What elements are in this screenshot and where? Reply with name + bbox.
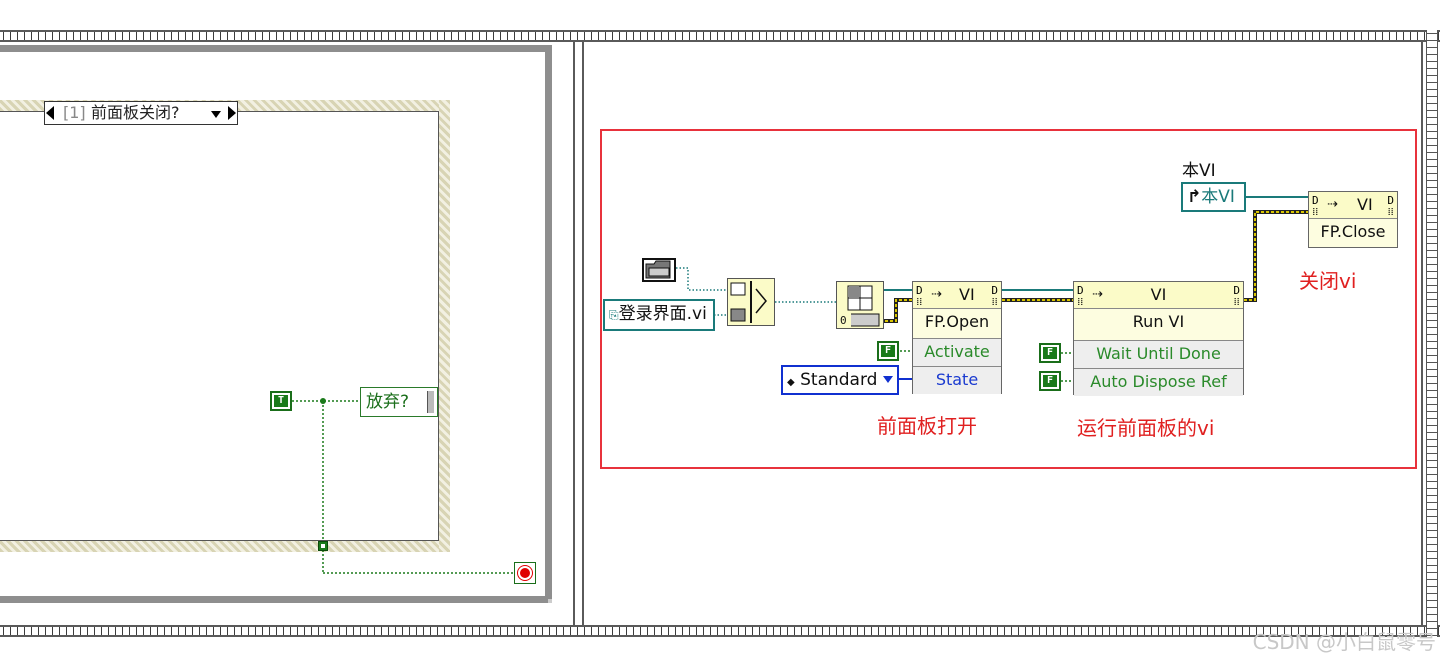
- sequence-right-edge: [1421, 42, 1423, 626]
- fp-close-method: FP.Close: [1309, 219, 1397, 246]
- run-vi-dispose[interactable]: Auto Dispose Ref: [1074, 368, 1243, 396]
- case-hatch-bottom: [0, 541, 450, 552]
- fp-open-state[interactable]: State: [913, 366, 1001, 394]
- case-hatch-right: [439, 100, 450, 552]
- watermark: CSDN @小白鼠零号: [1252, 630, 1436, 654]
- fp-open-head: D⁞⁞ ⇢ VI D⁞⁞: [913, 282, 1001, 309]
- run-vi-ref-in-icon: D⁞⁞: [1077, 284, 1084, 308]
- fp-close-head: D⁞⁞ ⇢ VI D⁞⁞: [1309, 192, 1397, 219]
- increment-arrow-icon[interactable]: [228, 106, 236, 120]
- path-constant-value: 登录界面.vi: [618, 304, 707, 324]
- close-ref-out-icon: D⁞⁞: [1387, 194, 1394, 218]
- case-label: 前面板关闭?: [91, 103, 180, 122]
- frame-separator-left: [573, 42, 575, 626]
- build-path-node[interactable]: [727, 278, 775, 326]
- fp-open-method: FP.Open: [913, 309, 1001, 336]
- path-icon: ⎘: [609, 308, 619, 322]
- run-vi-wait[interactable]: Wait Until Done: [1074, 340, 1243, 368]
- abandon-indicator-label: 放弃?: [366, 392, 410, 412]
- run-vi-class: VI: [1150, 285, 1167, 304]
- true-constant[interactable]: T: [270, 391, 292, 411]
- decrement-arrow-icon[interactable]: [46, 106, 54, 120]
- close-arrow-icon: ⇢: [1327, 197, 1338, 212]
- sequence-bottom-border: [0, 625, 1440, 637]
- this-vi-caption: 本VI: [1182, 161, 1216, 181]
- while-loop[interactable]: [0, 45, 552, 603]
- false-constant-wait-label: F: [1043, 347, 1057, 359]
- case-structure[interactable]: [0, 100, 450, 552]
- false-constant-label: F: [881, 345, 895, 357]
- dropdown-icon[interactable]: [211, 111, 221, 118]
- run-vi-ref-out-icon: D⁞⁞: [1233, 284, 1240, 308]
- annotation-close: 关闭vi: [1299, 269, 1357, 293]
- annotation-run: 运行前面板的vi: [1077, 416, 1215, 440]
- folder-icon[interactable]: [642, 256, 676, 282]
- true-constant-label: T: [274, 395, 288, 407]
- false-constant-wait[interactable]: F: [1039, 343, 1061, 363]
- false-constant-dispose-label: F: [1043, 375, 1057, 387]
- annotation-open: 前面板打开: [877, 414, 977, 438]
- close-ref-in-icon: D⁞⁞: [1312, 194, 1319, 218]
- sequence-film-right: [1426, 30, 1438, 637]
- open-vi-reference-node[interactable]: 0: [836, 281, 884, 329]
- state-enum-constant[interactable]: ◆ Standard: [781, 365, 899, 395]
- false-constant-dispose[interactable]: F: [1039, 371, 1061, 391]
- svg-text:0: 0: [840, 314, 847, 327]
- enum-value: Standard: [800, 370, 878, 390]
- enum-arrows-icon: ◆: [787, 377, 795, 388]
- vi-ref-out-icon: D⁞⁞: [991, 284, 998, 308]
- fp-close-node[interactable]: D⁞⁞ ⇢ VI D⁞⁞ FP.Close: [1308, 191, 1398, 248]
- run-vi-head: D⁞⁞ ⇢ VI D⁞⁞: [1074, 282, 1243, 309]
- run-vi-method: Run VI: [1074, 309, 1243, 336]
- run-vi-node[interactable]: D⁞⁞ ⇢ VI D⁞⁞ Run VI Wait Until Done Auto…: [1073, 281, 1244, 396]
- this-vi-reference[interactable]: ↱本VI: [1181, 182, 1246, 212]
- false-constant-activate[interactable]: F: [877, 341, 899, 361]
- fp-open-node[interactable]: D⁞⁞ ⇢ VI D⁞⁞ FP.Open Activate State: [912, 281, 1002, 394]
- abandon-indicator[interactable]: 放弃?: [360, 387, 438, 417]
- ref-arrow-icon: ↱: [1187, 187, 1202, 207]
- fp-open-activate[interactable]: Activate: [913, 338, 1001, 366]
- vi-ref-in-icon: D⁞⁞: [916, 284, 923, 308]
- highlight-annotation-box: [600, 129, 1417, 469]
- this-vi-ref-value: 本VI: [1201, 187, 1235, 207]
- frame-separator-right: [582, 42, 584, 626]
- case-structure-inner: [0, 111, 439, 541]
- fp-close-class: VI: [1357, 195, 1373, 214]
- fp-open-class: VI: [959, 285, 975, 304]
- case-selector[interactable]: [1] 前面板关闭?: [44, 101, 238, 125]
- case-output-tunnel: [318, 541, 328, 551]
- enum-dropdown-icon[interactable]: [883, 376, 893, 383]
- path-constant[interactable]: ⎘登录界面.vi: [603, 299, 715, 331]
- case-index: [1]: [63, 103, 86, 122]
- sequence-top-border: [0, 30, 1440, 42]
- arrow-icon: ⇢: [931, 287, 942, 302]
- run-arrow-icon: ⇢: [1092, 287, 1103, 302]
- loop-stop-terminal[interactable]: [514, 562, 536, 584]
